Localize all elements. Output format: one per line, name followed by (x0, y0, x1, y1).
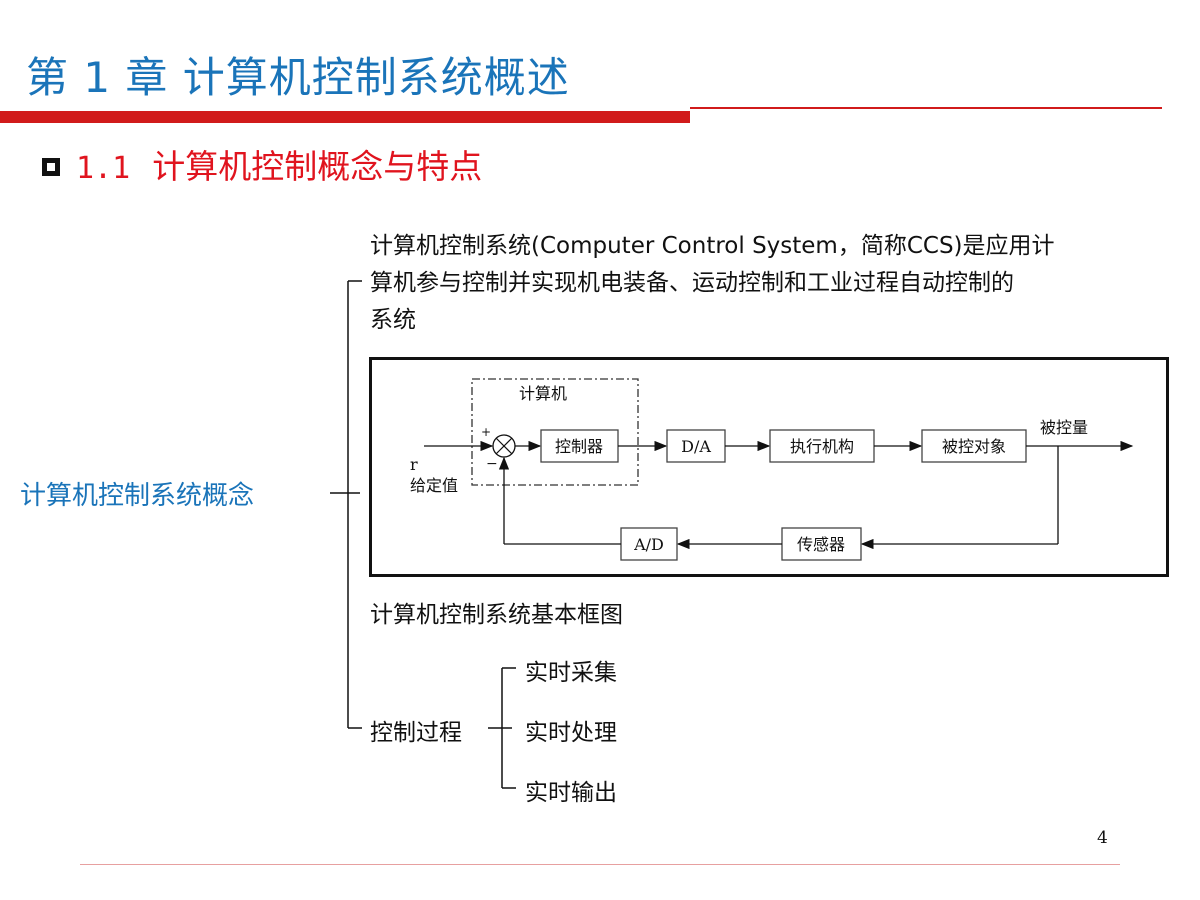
plus-sign: + (481, 425, 491, 439)
section-number: 1.1 (76, 151, 131, 186)
plant-label: 被控对象 (942, 437, 1006, 456)
controller-block (540, 429, 619, 463)
computer-boundary (471, 378, 639, 486)
definition-line: 算机参与控制并实现机电装备、运动控制和工业过程自动控制的 (370, 270, 1014, 296)
section-title: 计算机控制概念与特点 (152, 147, 483, 186)
chapter-title: 第 1 章 计算机控制系统概述 (26, 53, 570, 102)
da-label: D/A (681, 437, 711, 456)
sensor-label: 传感器 (797, 535, 845, 554)
title-underline-thick (0, 111, 690, 123)
output-label: 被控量 (1040, 418, 1088, 437)
minus-sign: − (486, 456, 498, 472)
block-diagram: 计算机 r 给定值 + − 控制器 D/A 执行机构 被控对象 被控量 (369, 357, 1169, 577)
sensor-block (781, 527, 862, 561)
ad-label: A/D (633, 535, 664, 554)
definition-line: 计算机控制系统(Computer Control System，简称CCS)是应… (370, 233, 1055, 259)
plant-block (921, 429, 1027, 463)
diagram-caption: 计算机控制系统基本框图 (370, 602, 623, 628)
input-label: 给定值 (410, 476, 458, 495)
ad-block (620, 527, 678, 561)
controller-label: 控制器 (555, 437, 603, 456)
definition-text: 计算机控制系统(Computer Control System，简称CCS)是应… (370, 228, 1170, 339)
footer-rule (80, 864, 1120, 865)
process-item: 实时输出 (525, 780, 617, 806)
process-item: 实时处理 (525, 720, 617, 746)
process-label: 控制过程 (370, 720, 462, 746)
input-symbol: r (410, 455, 418, 474)
definition-line: 系统 (370, 307, 416, 333)
section-heading: 1.1 计算机控制概念与特点 (42, 140, 482, 188)
da-block (666, 429, 726, 463)
actuator-block (769, 429, 875, 463)
process-item: 实时采集 (525, 660, 617, 686)
actuator-label: 执行机构 (790, 437, 854, 456)
concept-label: 计算机控制系统概念 (20, 481, 255, 511)
computer-label: 计算机 (519, 384, 567, 403)
summing-junction (492, 434, 516, 458)
page-number: 4 (1097, 828, 1108, 848)
title-underline-thin (690, 107, 1162, 109)
square-bullet-icon (42, 158, 60, 176)
block-diagram-svg: 计算机 r 给定值 + − 控制器 D/A 执行机构 被控对象 被控量 (410, 378, 1134, 561)
